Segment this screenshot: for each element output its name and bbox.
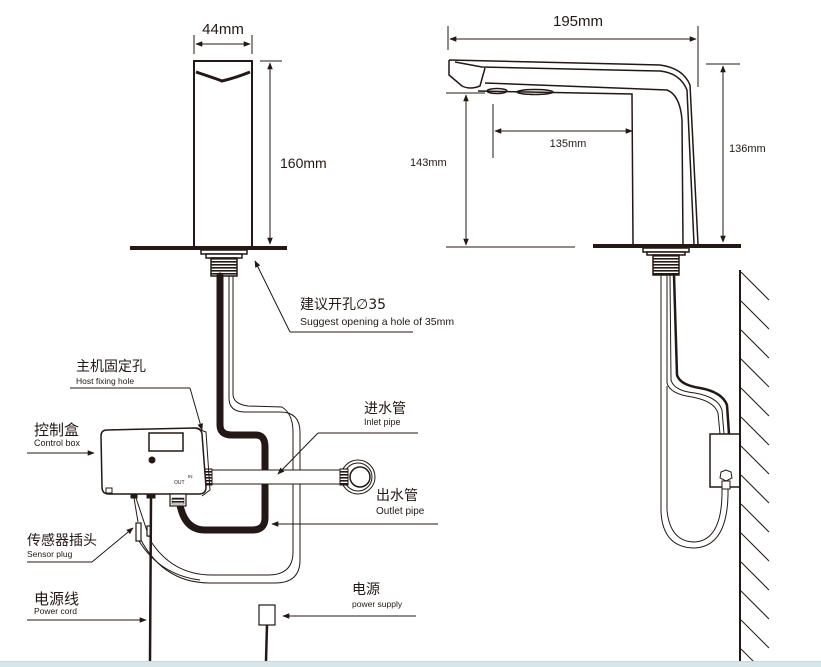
dimension-label-195mm: 195mm (553, 13, 603, 30)
inlet-fitting (195, 459, 376, 495)
wall-hatch-line (740, 387, 770, 417)
dimension-label-44mm: 44mm (202, 21, 244, 38)
wall-hatch-line (740, 619, 770, 649)
wall-hatch-line (740, 474, 770, 504)
dimension-label-135mm: 135mm (550, 138, 587, 150)
hole-label-en: Suggest opening a hole of 35mm (300, 316, 454, 328)
sensor-plug (133, 497, 201, 581)
side-countertop (593, 244, 741, 248)
outlet-pipe-callout: 出水管 Outlet pipe (271, 488, 438, 527)
host-fixing-label-cn: 主机固定孔 (76, 359, 146, 375)
power-supply-label-en: power supply (352, 599, 403, 609)
wall-hatch-line (740, 329, 770, 359)
outlet-pipe-label-cn: 出水管 (376, 488, 418, 504)
power-cord (148, 497, 153, 662)
control-box-callout: 控制盒 Control box (27, 421, 95, 456)
inlet-pipe-label-cn: 进水管 (364, 401, 406, 417)
hole-callout: 建议开孔∅35 Suggest opening a hole of 35mm (254, 260, 454, 333)
dimension-label-143mm: 143mm (410, 157, 447, 169)
control-box-in-mark: IN (188, 474, 193, 479)
dimension-160mm: 160mm (260, 60, 327, 245)
power-supply-callout: 电源 power supply (282, 582, 416, 619)
dimension-136mm: 136mm (706, 63, 766, 243)
control-box: OUT IN (100, 427, 211, 507)
power-cord-callout: 电源线 Power cord (27, 590, 147, 623)
sensor-plug-label-cn: 传感器插头 (27, 532, 97, 549)
wall (739, 270, 770, 666)
dimension-label-136mm: 136mm (729, 143, 766, 155)
dimension-label-160mm: 160mm (280, 155, 327, 171)
sensor-plug-label-en: Sensor plug (27, 549, 73, 559)
inlet-pipe-label-en: Inlet pipe (364, 417, 401, 427)
wall-hatch-line (740, 503, 770, 533)
dimension-195mm: 195mm (447, 13, 699, 87)
hole-label-cn: 建议开孔∅35 (300, 297, 386, 313)
side-control-box (709, 433, 741, 490)
side-outlet-hose (666, 273, 731, 436)
dimension-143mm: 143mm (410, 92, 575, 248)
wall-hatch-line (740, 271, 770, 301)
wall-hatch-line (740, 300, 770, 330)
side-view: 195mm 135mm 143mm 136mm (410, 13, 770, 666)
wall-hatch-line (740, 416, 770, 446)
control-box-label-en: Control box (34, 438, 81, 448)
inlet-pipe-hose (136, 276, 301, 584)
wall-hatch-line (740, 358, 770, 388)
side-inlet-hose (660, 275, 729, 549)
side-faucet-body (448, 59, 699, 245)
power-supply-label-cn: 电源 (352, 582, 380, 598)
power-supply-plug (258, 604, 276, 662)
wall-hatch-line (740, 445, 770, 475)
host-fixing-callout: 主机固定孔 Host fixing hole (70, 359, 203, 431)
control-box-out-mark: OUT (174, 480, 185, 486)
sensor-plug-callout: 传感器插头 Sensor plug (27, 527, 134, 563)
wall-hatch-line (740, 532, 770, 562)
wall-hatch-line (740, 561, 770, 591)
control-box-label-cn: 控制盒 (34, 421, 79, 439)
power-cord-label-cn: 电源线 (34, 590, 79, 608)
side-threaded-shank (642, 247, 690, 276)
wall-hatch-line (740, 590, 770, 620)
outlet-pipe-label-en: Outlet pipe (376, 506, 425, 517)
front-view: 44mm 160mm (130, 21, 327, 277)
dimension-135mm: 135mm (492, 104, 633, 158)
bottom-strip (0, 661, 821, 667)
outlet-pipe-hose (176, 272, 269, 534)
host-fixing-label-en: Host fixing hole (76, 376, 134, 386)
front-faucet-body (193, 60, 253, 248)
front-countertop (130, 246, 287, 250)
front-threaded-shank (200, 249, 248, 277)
power-cord-label-en: Power cord (34, 606, 77, 616)
inlet-pipe-callout: 进水管 Inlet pipe (277, 401, 418, 475)
dimension-44mm: 44mm (193, 21, 253, 54)
